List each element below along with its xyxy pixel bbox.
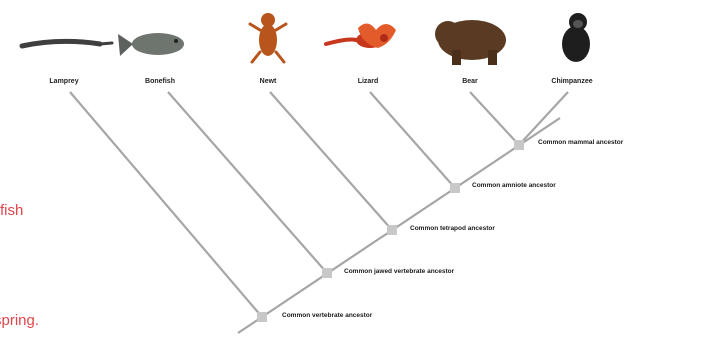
node-vertebrate (257, 312, 267, 322)
ancestor-label-bony-vertebrate: Common jawed vertebrate ancestor (344, 268, 454, 275)
branch-bear (470, 92, 519, 145)
taxon-label-bear: Bear (462, 78, 478, 85)
node-amniote (450, 183, 460, 193)
branch-bonefish (168, 92, 327, 273)
chimpanzee-icon (562, 13, 590, 62)
lizard-icon (326, 23, 396, 48)
branch-lamprey (70, 92, 262, 317)
eel-icon (22, 41, 112, 46)
ancestor-label-vertebrate: Common vertebrate ancestor (282, 312, 372, 319)
taxon-label-lamprey: Lamprey (49, 78, 78, 85)
branch-chimpanzee (519, 92, 568, 145)
branch-newt (270, 92, 392, 230)
side-text-fish: fish (0, 202, 23, 219)
node-mammal (514, 140, 524, 150)
fish-icon (118, 33, 184, 56)
taxon-label-bonefish: Bonefish (145, 78, 175, 85)
taxon-label-chimpanzee: Chimpanzee (551, 78, 592, 85)
bear-icon (435, 20, 506, 65)
side-text-spring: spring. (0, 312, 39, 329)
ancestor-label-amniote: Common amniote ancestor (472, 182, 556, 189)
branch-lizard (370, 92, 455, 188)
node-tetrapod (387, 225, 397, 235)
ancestor-label-mammal: Common mammal ancestor (538, 139, 623, 146)
node-bony-vertebrate (322, 268, 332, 278)
ancestor-label-tetrapod: Common tetrapod ancestor (410, 225, 495, 232)
taxon-label-lizard: Lizard (358, 78, 379, 85)
newt-icon (250, 13, 286, 62)
taxon-label-newt: Newt (260, 78, 277, 85)
